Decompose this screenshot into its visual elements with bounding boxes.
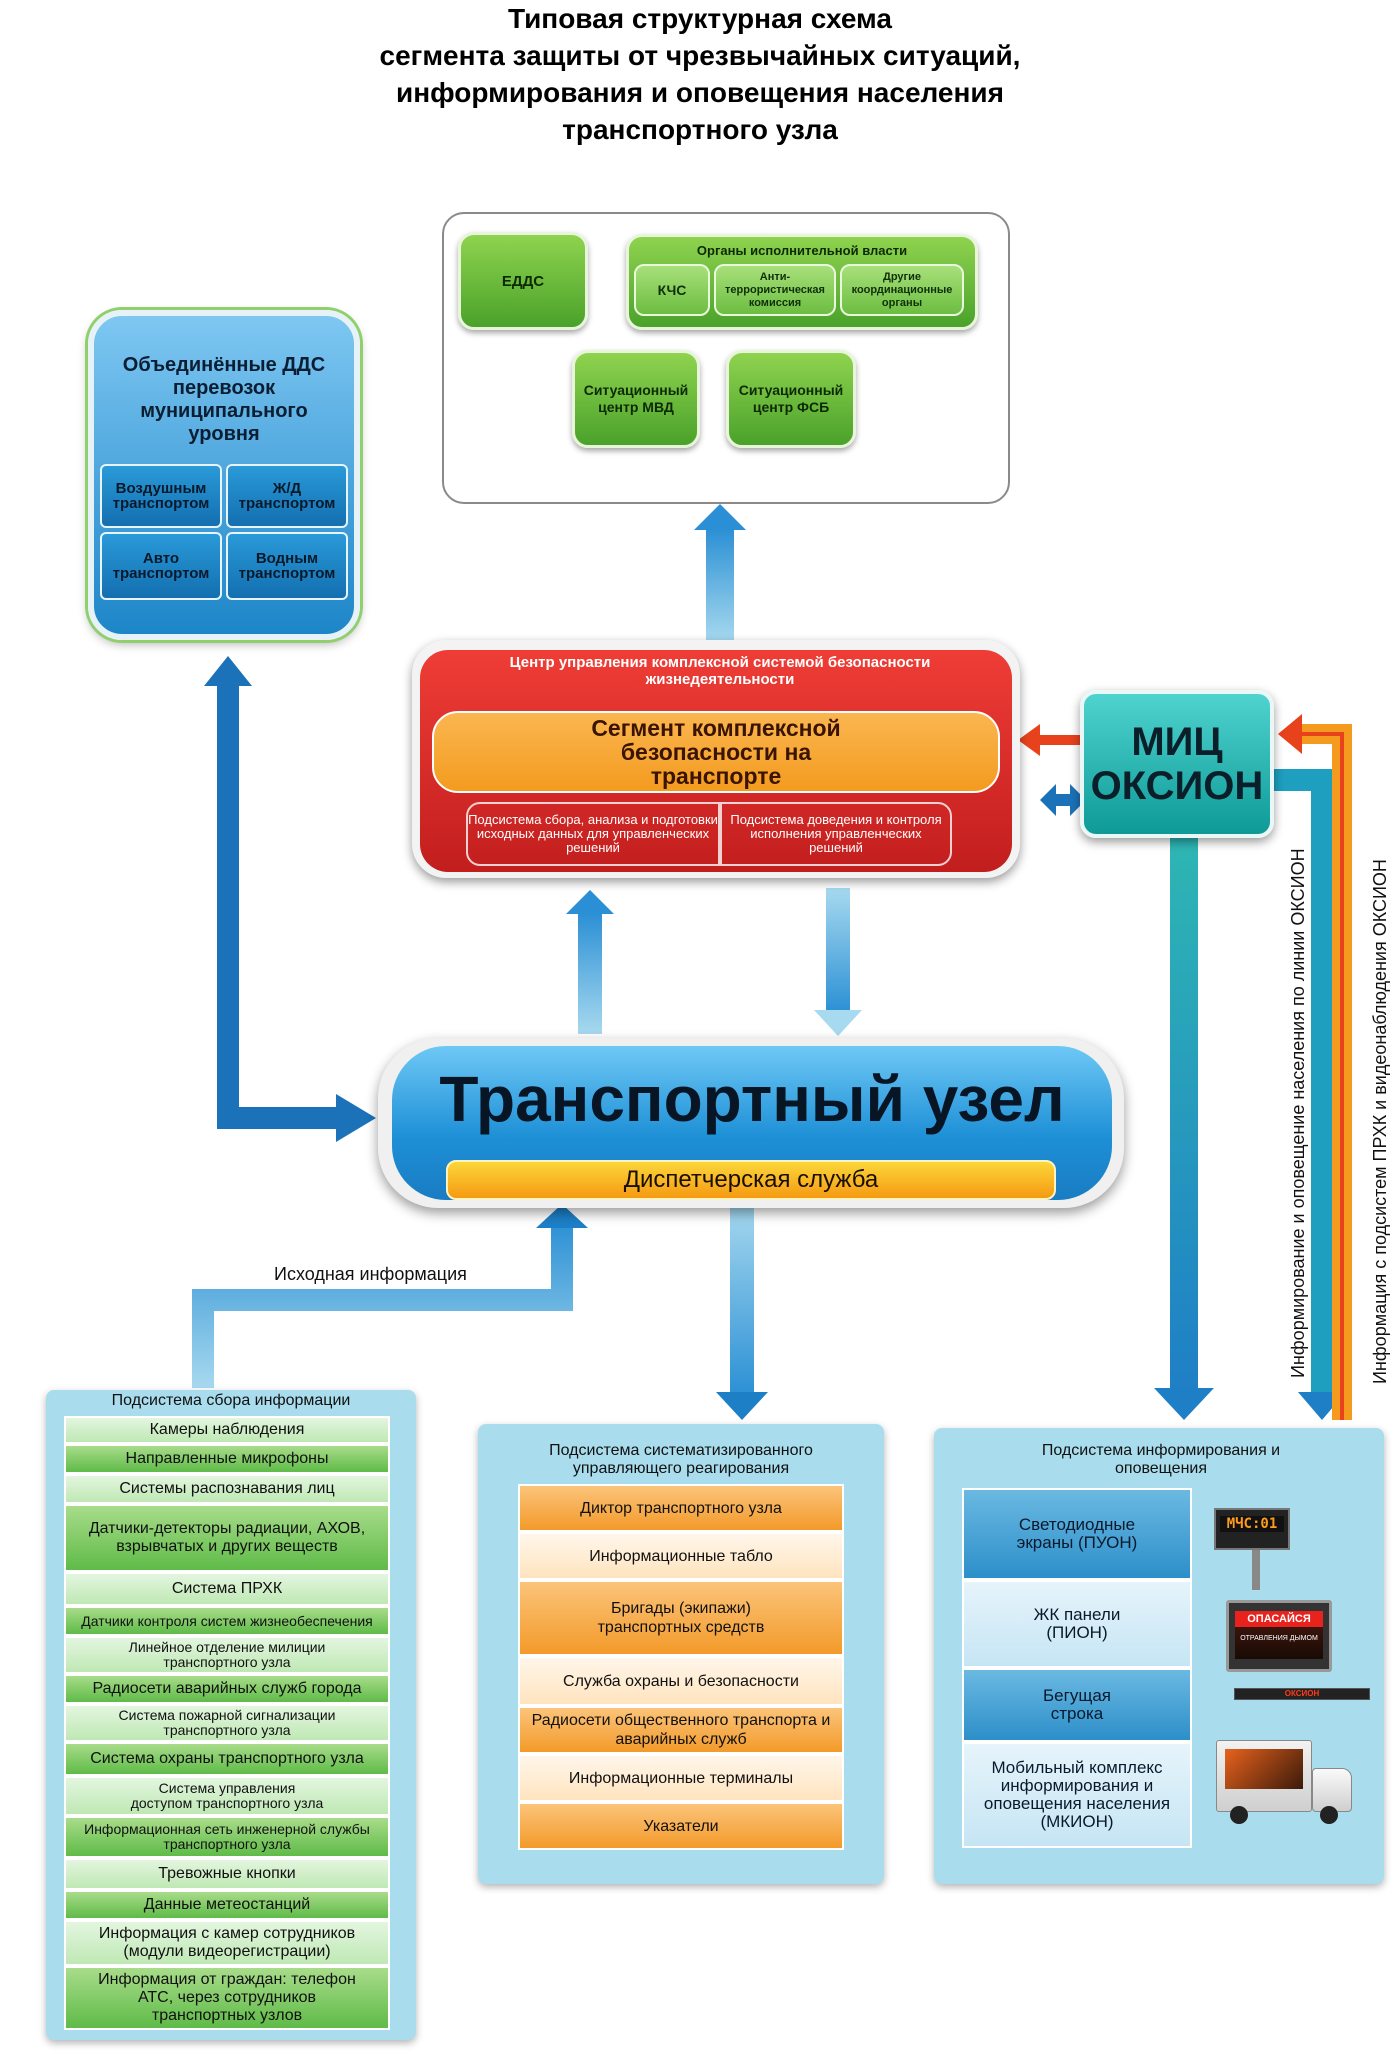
municipal-auto: Авто транспортом bbox=[100, 532, 222, 600]
collection-item: Информация с камер сотрудников (модули в… bbox=[64, 1920, 390, 1966]
dispatch-service-bar: Диспетчерская служба bbox=[446, 1160, 1056, 1200]
diagram-title: Типовая структурная схема сегмента защит… bbox=[150, 0, 1250, 148]
arrow-mic-center-double bbox=[1040, 784, 1086, 816]
collection-item: Радиосети аварийных служб города bbox=[64, 1674, 390, 1704]
arrowhead-hub-left bbox=[336, 1094, 376, 1142]
inform-item: Светодиодные экраны (ПУОН) bbox=[962, 1488, 1192, 1580]
response-item: Служба охраны и безопасности bbox=[518, 1656, 844, 1706]
collection-item: Датчики-детекторы радиации, АХОВ, взрывч… bbox=[64, 1504, 390, 1572]
collection-item: Информация от граждан: телефон АТС, чере… bbox=[64, 1966, 390, 2030]
oksion-line-arrow bbox=[1274, 769, 1333, 1398]
led-screen-image: МЧС:01 bbox=[1214, 1508, 1290, 1550]
title-line-3: информирования и оповещения населения bbox=[396, 77, 1004, 108]
municipal-rail: Ж/Д транспортом bbox=[226, 464, 348, 528]
kchs-box: КЧС bbox=[634, 264, 710, 316]
collection-item: Камеры наблюдения bbox=[64, 1416, 390, 1444]
arrowhead-municipal bbox=[204, 656, 252, 686]
title-line-1: Типовая структурная схема bbox=[508, 3, 892, 34]
exec-title: Органы исполнительной власти bbox=[696, 243, 908, 258]
arrowhead-hub-to-center bbox=[566, 890, 614, 914]
lcd-panel-image: ОПАСАЙСЯ ОТРАВЛЕНИЯ ДЫМОМ bbox=[1226, 1600, 1332, 1672]
collection-item: Датчики контроля систем жизнеобеспечения bbox=[64, 1606, 390, 1636]
collection-item: Направленные микрофоны bbox=[64, 1444, 390, 1474]
mic-oksion-box: МИЦ ОКСИОН bbox=[1080, 690, 1274, 838]
source-info-label: Исходная информация bbox=[274, 1264, 467, 1284]
collection-item: Линейное отделение милиции транспортного… bbox=[64, 1636, 390, 1674]
response-title: Подсистема систематизированного управляю… bbox=[549, 1442, 813, 1477]
antiterror-box: Анти-террористическая комиссия bbox=[714, 264, 836, 316]
led-screen-pole bbox=[1252, 1550, 1260, 1590]
control-center-title: Центр управления комплексной системой бе… bbox=[509, 654, 931, 688]
arrowhead-center-to-hub bbox=[814, 1010, 862, 1036]
mobile-complex-truck-image bbox=[1216, 1740, 1312, 1812]
municipal-air: Воздушным транспортом bbox=[100, 464, 222, 528]
collection-title: Подсистема сбора информации bbox=[111, 1392, 351, 1409]
subsystem-analysis: Подсистема сбора, анализа и подготовки и… bbox=[466, 802, 720, 866]
collection-item: Информационная сеть инженерной службы тр… bbox=[64, 1816, 390, 1858]
truck-cab-image bbox=[1312, 1768, 1352, 1812]
oksion-line-label: Информирование и оповещение населения по… bbox=[1288, 848, 1308, 1378]
collection-item: Данные метеостанций bbox=[64, 1890, 390, 1920]
prkh-info-label: Информация с подсистем ПРХК и видеонаблю… bbox=[1370, 859, 1390, 1384]
collection-item: Системы распознавания лиц bbox=[64, 1474, 390, 1504]
response-item: Информационные терминалы bbox=[518, 1754, 844, 1802]
source-info-arrow bbox=[192, 1220, 573, 1388]
edds-box: ЕДДС bbox=[458, 232, 588, 330]
transport-hub-title: Транспортный узел bbox=[439, 1063, 1065, 1135]
arrowhead-source-info bbox=[536, 1204, 588, 1228]
response-item: Информационные табло bbox=[518, 1532, 844, 1580]
transport-segment-box: Сегмент комплексной безопасности на тран… bbox=[432, 711, 1000, 793]
municipal-title: Объединённые ДДС перевозок муниципальног… bbox=[122, 354, 326, 445]
response-item: Бригады (экипажи) транспортных средств bbox=[518, 1580, 844, 1656]
subsystem-decisions: Подсистема доведения и контроля исполнен… bbox=[720, 802, 952, 866]
lcd-panel-text: ОПАСАЙСЯ bbox=[1235, 1611, 1323, 1627]
sc-fsb-box: Ситуационный центр ФСБ bbox=[726, 350, 856, 448]
title-line-2: сегмента защиты от чрезвычайных ситуаций… bbox=[379, 40, 1021, 71]
collection-item: Тревожные кнопки bbox=[64, 1858, 390, 1890]
inform-item: Мобильный комплекс информирования и опов… bbox=[962, 1742, 1192, 1848]
lcd-panel-subtext: ОТРАВЛЕНИЯ ДЫМОМ bbox=[1240, 1635, 1318, 1642]
led-screen-text: МЧС:01 bbox=[1220, 1516, 1284, 1532]
response-item: Радиосети общественного транспорта и ава… bbox=[518, 1706, 844, 1754]
collection-item: Система ПРХК bbox=[64, 1572, 390, 1606]
arrowhead-to-response bbox=[716, 1392, 768, 1420]
collection-item: Система управления доступом транспортног… bbox=[64, 1776, 390, 1816]
arrowhead-mic-to-inform bbox=[1154, 1388, 1214, 1420]
ticker-image: ОКСИОН bbox=[1234, 1688, 1370, 1700]
collection-item: Система охраны транспортного узла bbox=[64, 1742, 390, 1776]
sc-mvd-box: Ситуационный центр МВД bbox=[572, 350, 700, 448]
inform-item: Бегущая строка bbox=[962, 1668, 1192, 1742]
municipal-water: Водным транспортом bbox=[226, 532, 348, 600]
truck-wheel-rear bbox=[1230, 1806, 1248, 1824]
inform-title: Подсистема информирования и оповещения bbox=[1041, 1442, 1281, 1477]
other-bodies-box: Другие координационные органы bbox=[840, 264, 964, 316]
arrowhead-to-authorities bbox=[694, 504, 746, 530]
title-line-4: транспортного узла bbox=[562, 114, 838, 145]
response-item: Указатели bbox=[518, 1802, 844, 1850]
mic-line-1: МИЦ bbox=[1131, 720, 1223, 764]
mic-line-2: ОКСИОН bbox=[1090, 764, 1264, 808]
truck-wheel-front bbox=[1320, 1806, 1338, 1824]
response-item: Диктор транспортного узла bbox=[518, 1484, 844, 1532]
municipal-hub-arrow bbox=[217, 680, 340, 1129]
inform-item: ЖК панели (ПИОН) bbox=[962, 1580, 1192, 1668]
transport-segment-label: Сегмент комплексной безопасности на тран… bbox=[591, 715, 841, 789]
collection-item: Система пожарной сигнализации транспортн… bbox=[64, 1704, 390, 1742]
